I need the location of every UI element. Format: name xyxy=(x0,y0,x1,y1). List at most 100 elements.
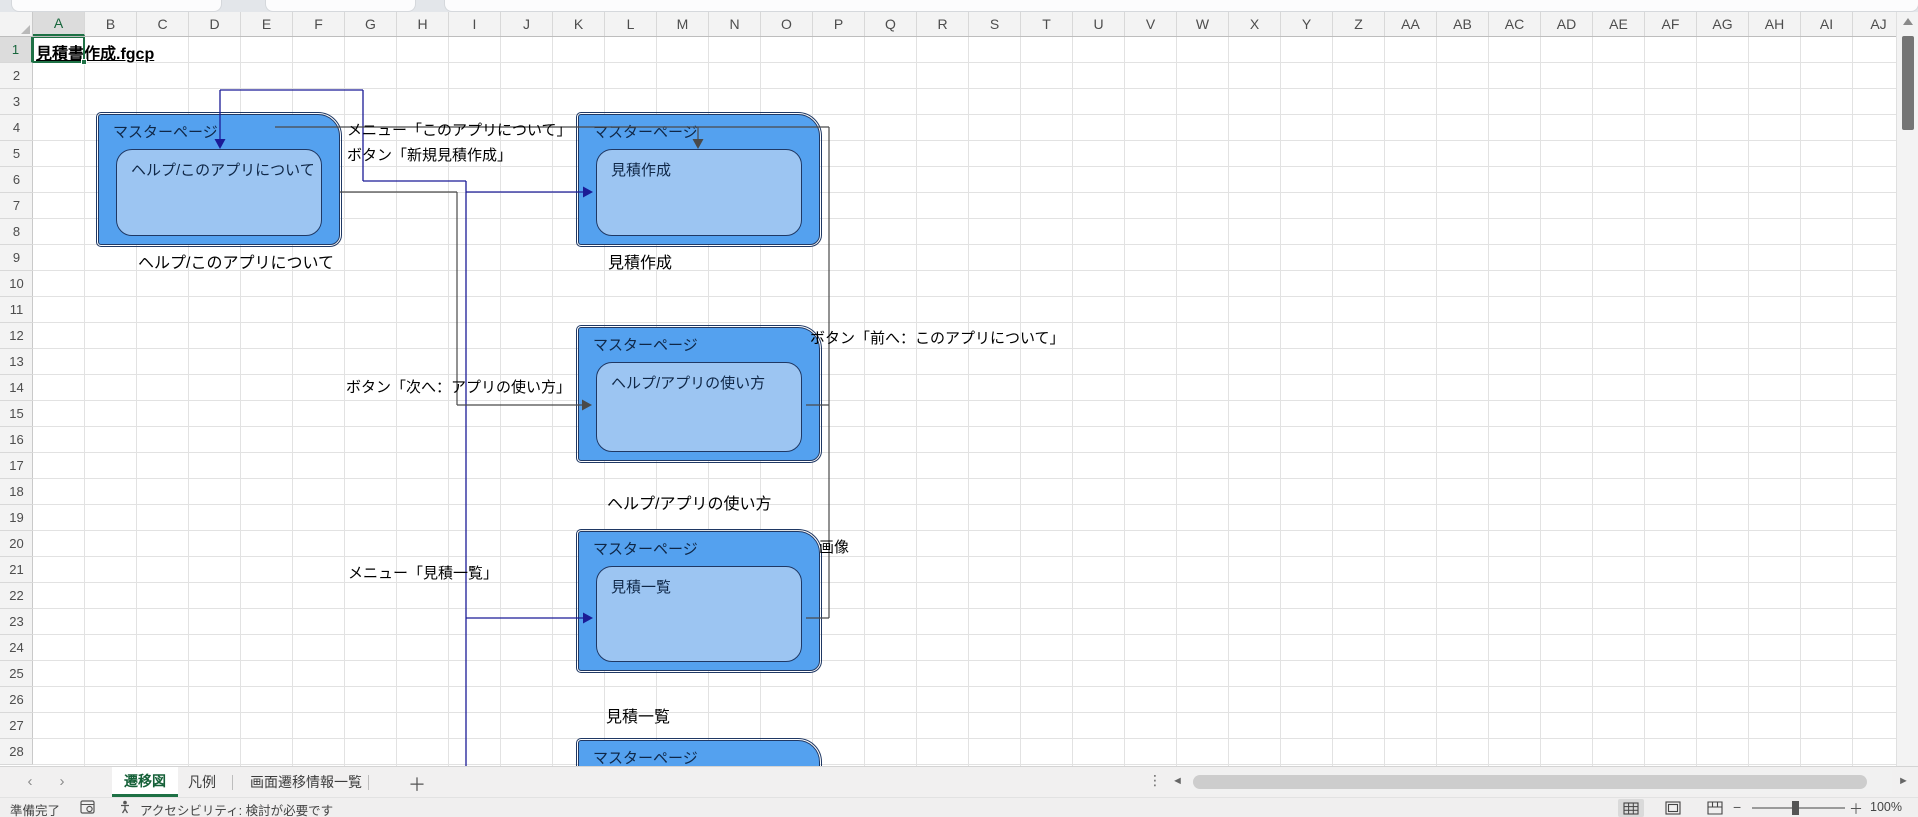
macro-record-icon[interactable] xyxy=(80,800,95,817)
active-cell-selection[interactable] xyxy=(33,37,87,65)
column-header-AA[interactable]: AA xyxy=(1385,12,1437,36)
row-header-3[interactable]: 3 xyxy=(0,89,33,115)
sheet-nav-prev-icon[interactable]: ‹ xyxy=(27,773,33,790)
node-help-about[interactable]: マスターページ ヘルプ/このアプリについて xyxy=(95,111,343,248)
column-header-V[interactable]: V xyxy=(1125,12,1177,36)
column-header-AI[interactable]: AI xyxy=(1801,12,1853,36)
row-header-7[interactable]: 7 xyxy=(0,193,33,219)
scroll-up-arrow-icon[interactable] xyxy=(1903,18,1913,25)
row-header-6[interactable]: 6 xyxy=(0,167,33,193)
page-break-view-icon[interactable] xyxy=(1702,799,1728,817)
column-header-M[interactable]: M xyxy=(657,12,709,36)
column-header-Q[interactable]: Q xyxy=(865,12,917,36)
row-header-14[interactable]: 14 xyxy=(0,375,33,401)
row-header-13[interactable]: 13 xyxy=(0,349,33,375)
row-header-18[interactable]: 18 xyxy=(0,479,33,505)
row-header-8[interactable]: 8 xyxy=(0,219,33,245)
accessibility-icon[interactable] xyxy=(118,800,133,817)
row-header-19[interactable]: 19 xyxy=(0,505,33,531)
page-layout-view-icon[interactable] xyxy=(1660,799,1686,817)
sheet-nav-next-icon[interactable]: › xyxy=(59,773,65,790)
column-header-I[interactable]: I xyxy=(449,12,501,36)
add-sheet-button[interactable]: ＋ xyxy=(408,775,426,795)
row-header-15[interactable]: 15 xyxy=(0,401,33,427)
row-header-27[interactable]: 27 xyxy=(0,713,33,739)
horizontal-scrollbar-thumb[interactable] xyxy=(1193,775,1867,789)
column-header-G[interactable]: G xyxy=(345,12,397,36)
row-header-12[interactable]: 12 xyxy=(0,323,33,349)
tab-transition-info-list[interactable]: 画面遷移情報一覧 xyxy=(250,774,362,790)
status-ready[interactable]: 準備完了 xyxy=(10,804,61,817)
hscroll-right-arrow-icon[interactable]: ► xyxy=(1898,775,1909,787)
row-header-1[interactable]: 1 xyxy=(0,37,33,63)
row-header-21[interactable]: 21 xyxy=(0,557,33,583)
row-header-28[interactable]: 28 xyxy=(0,739,33,765)
tab-transition-diagram[interactable]: 遷移図 xyxy=(112,767,178,797)
column-header-Y[interactable]: Y xyxy=(1281,12,1333,36)
row-header-4[interactable]: 4 xyxy=(0,115,33,141)
column-header-A[interactable]: A xyxy=(33,12,85,36)
column-header-L[interactable]: L xyxy=(605,12,657,36)
row-header-22[interactable]: 22 xyxy=(0,583,33,609)
window-tab[interactable] xyxy=(266,0,415,11)
row-header-20[interactable]: 20 xyxy=(0,531,33,557)
row-header-2[interactable]: 2 xyxy=(0,63,33,89)
horizontal-scrollbar[interactable] xyxy=(1190,770,1892,794)
column-header-AG[interactable]: AG xyxy=(1697,12,1749,36)
column-header-AJ[interactable]: AJ xyxy=(1853,12,1896,36)
column-header-T[interactable]: T xyxy=(1021,12,1073,36)
hscroll-left-arrow-icon[interactable]: ◄ xyxy=(1172,775,1183,787)
column-header-AE[interactable]: AE xyxy=(1593,12,1645,36)
row-header-10[interactable]: 10 xyxy=(0,271,33,297)
vertical-scrollbar-thumb[interactable] xyxy=(1902,36,1914,130)
column-header-X[interactable]: X xyxy=(1229,12,1281,36)
column-header-AC[interactable]: AC xyxy=(1489,12,1541,36)
node-help-usage[interactable]: マスターページ ヘルプ/アプリの使い方 xyxy=(575,324,823,464)
vertical-scrollbar[interactable] xyxy=(1896,12,1918,766)
column-header-N[interactable]: N xyxy=(709,12,761,36)
node-estimate-list[interactable]: マスターページ 見積一覧 xyxy=(575,528,823,674)
node-partial-bottom[interactable]: マスターページ xyxy=(575,737,823,766)
column-header-F[interactable]: F xyxy=(293,12,345,36)
zoom-in-button[interactable]: ＋ xyxy=(1849,801,1863,817)
zoom-slider-thumb[interactable] xyxy=(1792,801,1799,815)
column-header-C[interactable]: C xyxy=(137,12,189,36)
column-header-D[interactable]: D xyxy=(189,12,241,36)
column-header-AF[interactable]: AF xyxy=(1645,12,1697,36)
column-header-W[interactable]: W xyxy=(1177,12,1229,36)
column-header-H[interactable]: H xyxy=(397,12,449,36)
status-accessibility[interactable]: アクセシビリティ: 検討が必要です xyxy=(140,804,334,817)
column-header-B[interactable]: B xyxy=(85,12,137,36)
row-header-9[interactable]: 9 xyxy=(0,245,33,271)
column-header-AH[interactable]: AH xyxy=(1749,12,1801,36)
row-header-24[interactable]: 24 xyxy=(0,635,33,661)
column-header-J[interactable]: J xyxy=(501,12,553,36)
column-header-AD[interactable]: AD xyxy=(1541,12,1593,36)
fill-handle[interactable] xyxy=(81,59,87,65)
row-header-25[interactable]: 25 xyxy=(0,661,33,687)
column-header-P[interactable]: P xyxy=(813,12,865,36)
tab-legend[interactable]: 凡例 xyxy=(188,774,216,790)
column-header-Z[interactable]: Z xyxy=(1333,12,1385,36)
column-header-S[interactable]: S xyxy=(969,12,1021,36)
column-header-O[interactable]: O xyxy=(761,12,813,36)
window-tab[interactable] xyxy=(445,0,1918,11)
row-header-17[interactable]: 17 xyxy=(0,453,33,479)
window-tab[interactable] xyxy=(12,0,221,11)
column-header-K[interactable]: K xyxy=(553,12,605,36)
zoom-out-button[interactable]: − xyxy=(1733,799,1742,815)
zoom-level[interactable]: 100% xyxy=(1870,800,1902,814)
select-all-corner[interactable] xyxy=(0,12,33,37)
tab-overflow-icon[interactable]: ⋮ xyxy=(1148,772,1162,788)
row-header-5[interactable]: 5 xyxy=(0,141,33,167)
row-header-23[interactable]: 23 xyxy=(0,609,33,635)
column-header-E[interactable]: E xyxy=(241,12,293,36)
row-header-26[interactable]: 26 xyxy=(0,687,33,713)
column-header-U[interactable]: U xyxy=(1073,12,1125,36)
row-header-11[interactable]: 11 xyxy=(0,297,33,323)
sheet-grid[interactable]: 見積書作成.fgcp マスターページ ヘルプ/このアプリについて xyxy=(33,37,1896,766)
normal-view-icon[interactable] xyxy=(1618,799,1644,817)
node-estimate-create[interactable]: マスターページ 見積作成 xyxy=(575,111,823,248)
column-header-R[interactable]: R xyxy=(917,12,969,36)
column-header-AB[interactable]: AB xyxy=(1437,12,1489,36)
